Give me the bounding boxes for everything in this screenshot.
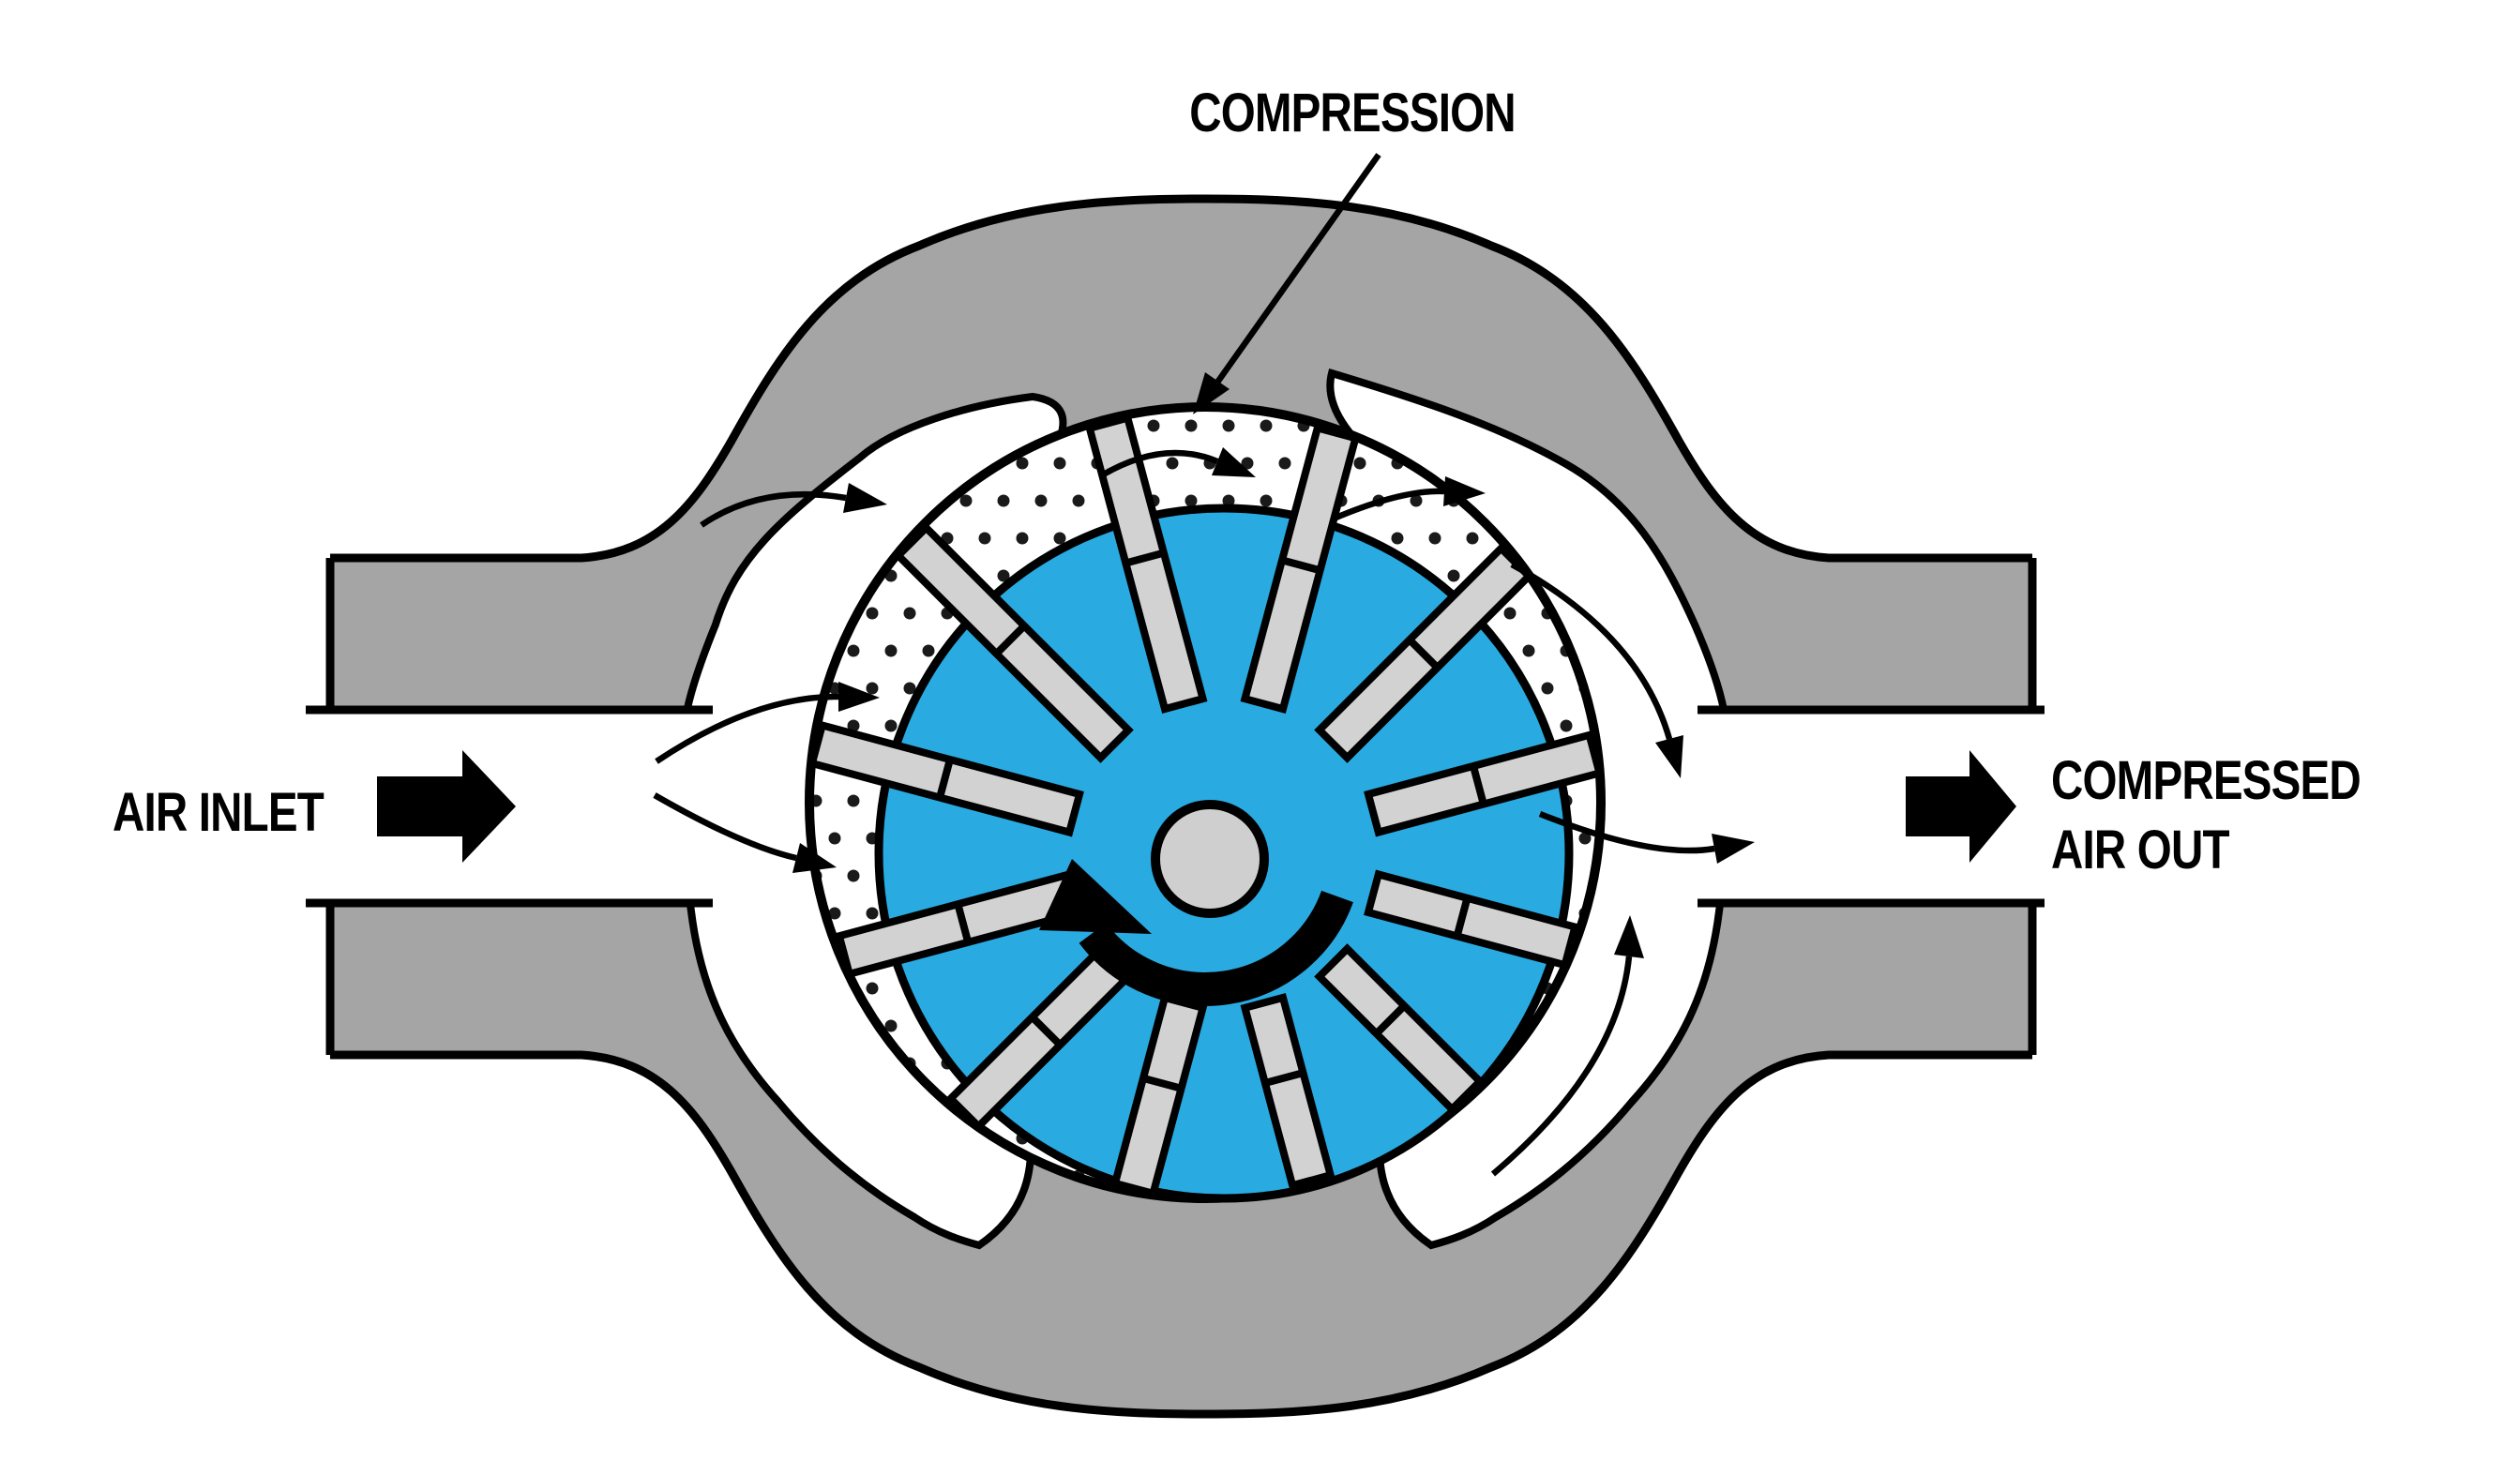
airflow-arrow-icon: [1490, 915, 1644, 1177]
rotor-shaft: [1151, 800, 1269, 918]
compressed-air-out-label-line2: AIR OUT: [2051, 820, 2229, 881]
airflow-arrow-icon: [655, 682, 880, 764]
housing-bottom-outline: [330, 1050, 2032, 1419]
airflow-arrow-icon: [1332, 476, 1486, 521]
compressed-air-out-label-line1: COMPRESSED: [2051, 751, 2361, 812]
vane: [807, 720, 1084, 837]
vanes: [807, 413, 1605, 1198]
airflow-arrows: [653, 447, 1755, 1177]
airflow-arrow-icon: [1098, 447, 1256, 479]
vane: [893, 522, 1134, 763]
airflow-arrow-icon: [700, 483, 887, 528]
clockwise-rotation-arrow-icon: [1039, 859, 1353, 1006]
vane: [1314, 943, 1486, 1115]
vane: [1314, 543, 1534, 763]
housing-top-outline: [330, 194, 2032, 563]
compression-label: COMPRESSION: [1189, 83, 1516, 144]
air-inlet-arrow-icon: [377, 750, 516, 863]
air-inlet-label: AIR INLET: [113, 783, 324, 844]
vane: [1240, 993, 1335, 1191]
vane: [1240, 423, 1361, 714]
vane: [1084, 413, 1208, 714]
compression-leader-arrow-icon: [1193, 153, 1381, 414]
vane: [1364, 730, 1605, 837]
airflow-arrow-icon: [1510, 562, 1683, 778]
airflow-arrow-icon: [1538, 810, 1755, 864]
airflow-arrow-icon: [653, 792, 837, 873]
vane: [1364, 869, 1580, 971]
air-out-arrow-icon: [1906, 750, 2016, 863]
